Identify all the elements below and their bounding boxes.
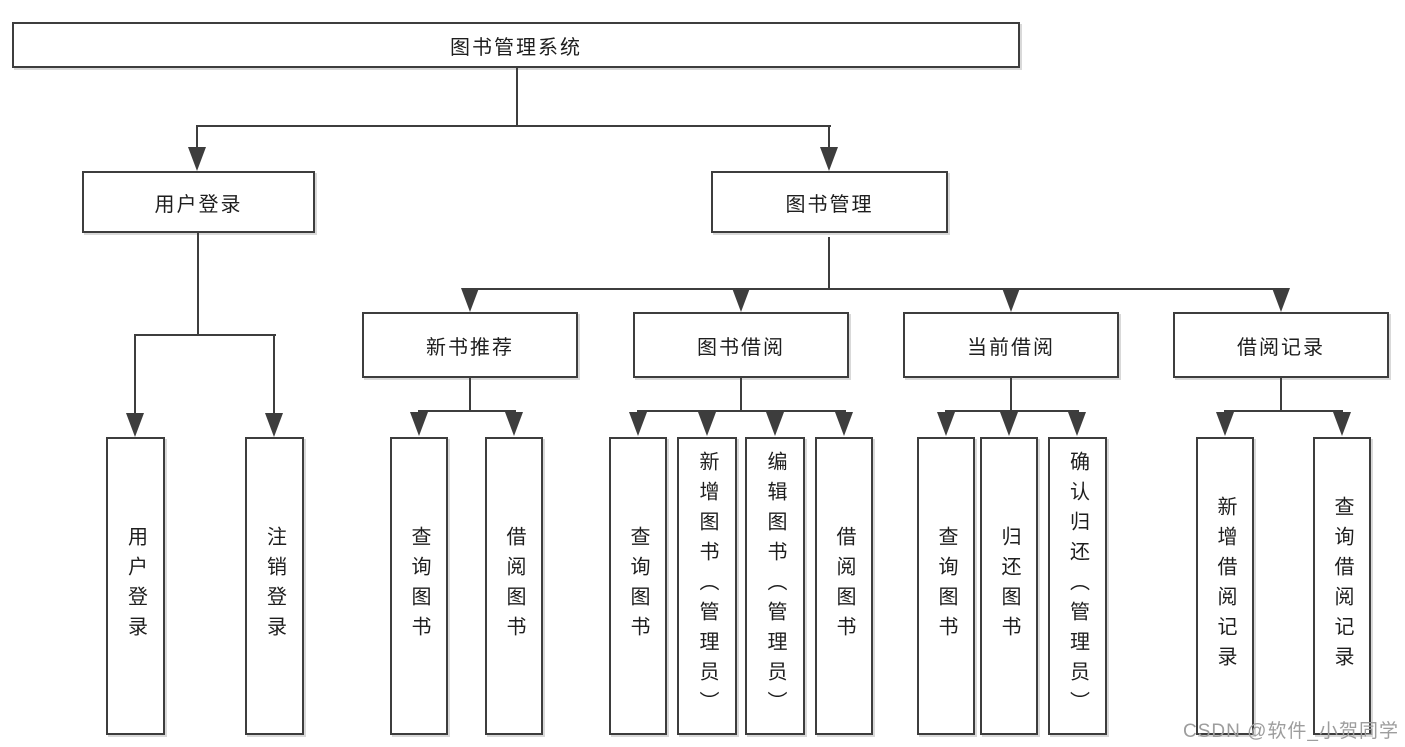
leaf-query-book-recommend: 查询图书 [390,437,448,735]
connector-line [196,125,831,127]
connector-line [469,288,1282,290]
leaf-edit-book-admin: 编辑图书（管理员） [745,437,805,735]
arrowhead [188,147,206,171]
arrowhead [410,412,428,436]
connector-line [945,410,1079,412]
arrowhead [629,412,647,436]
node-borrow-records: 借阅记录 [1173,312,1389,378]
connector-line [1010,378,1012,412]
connector-line [516,68,518,126]
arrowhead [732,288,750,312]
arrowhead [1216,412,1234,436]
leaf-borrow-book-recommend: 借阅图书 [485,437,543,735]
leaf-query-book-borrow: 查询图书 [609,437,667,735]
leaf-borrow-book: 借阅图书 [815,437,873,735]
arrowhead [1002,288,1020,312]
connector-line [418,410,516,412]
arrowhead [698,412,716,436]
arrowhead [1272,288,1290,312]
arrowhead [505,412,523,436]
connector-line [637,410,846,412]
node-book-management: 图书管理 [711,171,948,233]
arrowhead [461,288,479,312]
leaf-query-book-current: 查询图书 [917,437,975,735]
leaf-logout-login: 注销登录 [245,437,304,735]
arrowhead [1333,412,1351,436]
arrowhead [820,147,838,171]
connector-line [134,334,136,414]
node-book-borrow: 图书借阅 [633,312,849,378]
leaf-add-borrow-record: 新增借阅记录 [1196,437,1254,735]
connector-line [469,378,471,412]
connector-line [740,378,742,412]
arrowhead [835,412,853,436]
leaf-add-book-admin: 新增图书（管理员） [677,437,737,735]
connector-line [828,237,830,290]
watermark: CSDN @软件_小贺同学 [1183,721,1399,742]
arrowhead [126,413,144,437]
node-current-borrow: 当前借阅 [903,312,1119,378]
node-user-login: 用户登录 [82,171,315,233]
connector-line [197,233,199,336]
leaf-user-login: 用户登录 [106,437,165,735]
node-new-book-recommend: 新书推荐 [362,312,578,378]
arrowhead [766,412,784,436]
connector-line [1224,410,1343,412]
leaf-return-book: 归还图书 [980,437,1038,735]
leaf-query-borrow-record: 查询借阅记录 [1313,437,1371,735]
connector-line [828,125,830,149]
leaf-confirm-return-admin: 确认归还（管理员） [1048,437,1107,735]
connector-line [1280,378,1282,412]
arrowhead [937,412,955,436]
node-root: 图书管理系统 [12,22,1020,68]
arrowhead [1068,412,1086,436]
arrowhead [1000,412,1018,436]
arrowhead [265,413,283,437]
connector-line [273,334,275,414]
connector-line [196,125,198,149]
connector-line [134,334,276,336]
